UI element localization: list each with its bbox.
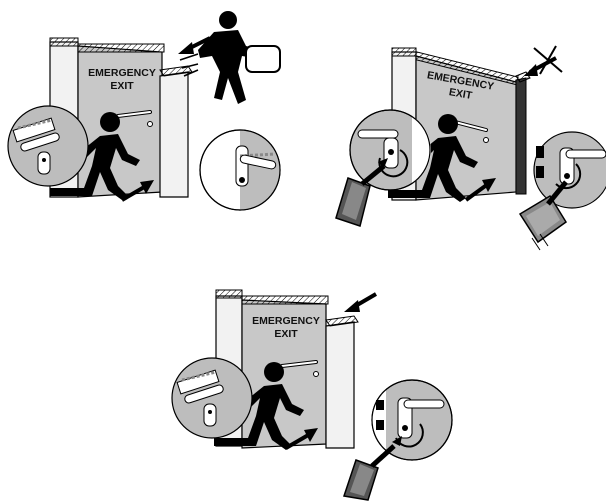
handle-detail-circle-right [534, 132, 606, 208]
sign-line-1: EMERGENCY [252, 315, 320, 327]
handle-detail-circle-left [350, 110, 431, 190]
briefcase [246, 46, 280, 72]
lever-handle-icon [566, 150, 606, 158]
pushing-person-icon [180, 11, 280, 104]
wall-hatching [216, 290, 242, 298]
key-icon [344, 446, 394, 500]
sign-line-2: EXIT [274, 328, 298, 340]
sign-line-2: EXIT [110, 80, 134, 92]
door-lock-cylinder [148, 122, 153, 127]
arrow-icon [344, 294, 376, 312]
panel-1-door-unlocked-push: EMERGENCY EXIT [8, 11, 280, 210]
lever-handle-icon [404, 400, 444, 408]
handle-detail-circle-right [372, 380, 452, 460]
lever-handle-icon [358, 130, 398, 138]
right-wall [326, 322, 354, 448]
door-lock-cylinder [484, 138, 489, 143]
right-wall [516, 78, 526, 194]
crossed-out-icon [524, 46, 562, 76]
wall-hatching [392, 48, 416, 56]
panel-3-door-closed: EMERGENCY EXIT [172, 290, 452, 500]
sign-line-1: EMERGENCY [88, 67, 156, 79]
door-top-edge [242, 296, 328, 304]
door-top-edge [78, 44, 164, 52]
handle-detail-circle-left [172, 358, 252, 438]
handle-detail-circle-right [200, 130, 280, 210]
wall-hatching [50, 38, 78, 46]
right-wall [160, 72, 188, 197]
handle-detail-circle-left [8, 106, 88, 186]
panel-2-door-locked-key: EMERGENCY EXIT [336, 46, 606, 250]
door-lock-cylinder [314, 372, 319, 377]
